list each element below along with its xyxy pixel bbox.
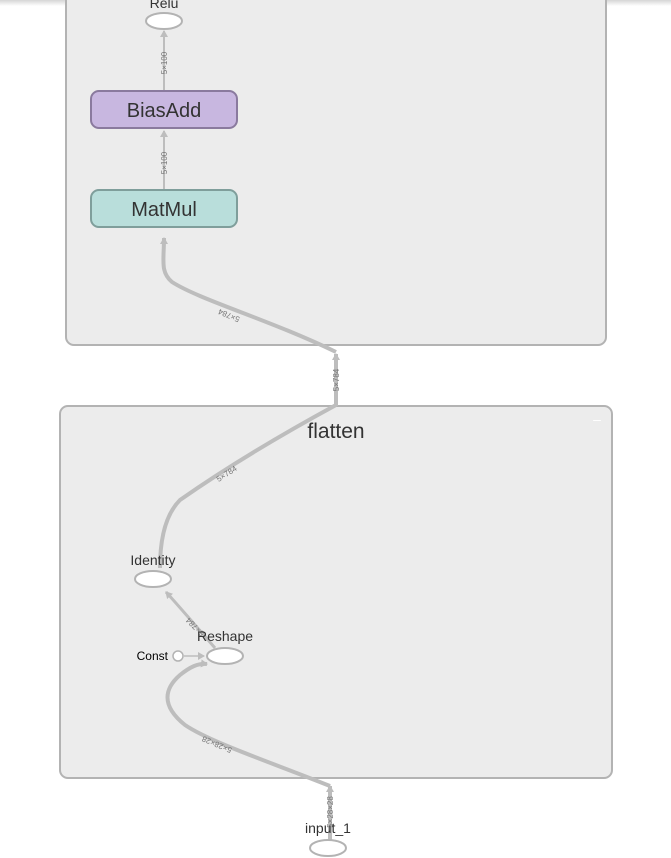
node-reshape[interactable] (206, 647, 244, 665)
edge-input-to-reshape[interactable] (165, 659, 331, 788)
edge-label: 5×28×28 (326, 796, 335, 828)
node-biasadd[interactable] (90, 90, 238, 129)
node-label-reshape: Reshape (197, 628, 253, 644)
node-label-const: Const (137, 649, 169, 663)
edge-reshape-to-identity[interactable] (164, 590, 217, 649)
node-const[interactable] (172, 650, 184, 662)
collapse-toggle[interactable]: – (593, 411, 601, 427)
node-label-matmul: MatMul (131, 199, 197, 221)
flatten-group-title: flatten (307, 420, 364, 443)
node-relu[interactable] (145, 12, 183, 30)
node-label-biasadd: BiasAdd (127, 100, 202, 122)
node-matmul[interactable] (90, 189, 238, 228)
upper-group-box[interactable] (65, 0, 607, 346)
node-identity[interactable] (134, 570, 172, 588)
edge-identity-out[interactable] (158, 403, 337, 569)
node-label-identity: Identity (130, 552, 175, 568)
node-label-relu: Relu (150, 0, 179, 11)
edge-input-to-matmul[interactable] (159, 237, 337, 354)
edge-label: 5×100 (160, 51, 169, 74)
edge-label: 5×100 (160, 151, 169, 174)
edge-label: 5×784 (332, 368, 341, 391)
node-input[interactable] (309, 839, 347, 857)
flatten-group-box[interactable] (59, 405, 613, 779)
node-label-input: input_1 (305, 820, 351, 836)
